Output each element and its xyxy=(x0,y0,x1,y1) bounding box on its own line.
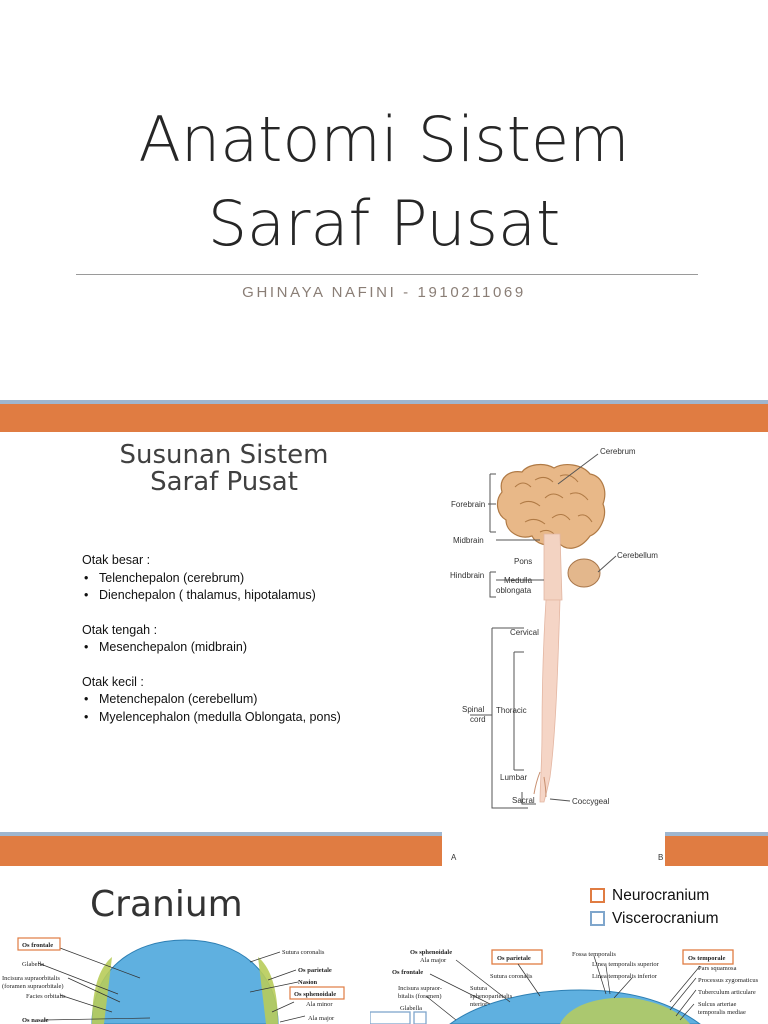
group-otak-tengah: Otak tengah : Mesenchepalon (midbrain) xyxy=(82,622,341,657)
label-fossa-temporalis: Fossa temporalis xyxy=(572,951,616,958)
panel-label-a: A xyxy=(451,853,457,862)
label-coccygeal: Coccygeal xyxy=(572,797,610,806)
label-os-temporale: Os temporale xyxy=(688,955,725,962)
title-line-2: Saraf Pusat xyxy=(207,187,561,260)
cerebrum-shape xyxy=(496,463,606,549)
spinal-cord-shape xyxy=(539,599,561,803)
slide2-accent-stripe xyxy=(0,400,768,404)
figure-brackets xyxy=(470,453,617,809)
title-divider xyxy=(76,274,698,275)
label-hindbrain: Hindbrain xyxy=(450,571,484,580)
cerebellum-shape xyxy=(567,558,601,588)
slide-title: Anatomi Sistem Saraf Pusat xyxy=(0,98,768,266)
slide2-title: Susunan Sistem Saraf Pusat xyxy=(100,442,348,496)
label-sulcus-2: temporalis mediae xyxy=(698,1009,746,1016)
label-linea-superior: Linea temporalis superior xyxy=(592,961,660,968)
legend-item-viscerocranium: Viscerocranium xyxy=(590,907,719,930)
list-item: Mesenchepalon (midbrain) xyxy=(82,639,341,657)
legend-swatch xyxy=(590,888,605,903)
list-item: Metenchepalon (cerebellum) xyxy=(82,691,341,709)
slide2-title-line-1: Susunan Sistem xyxy=(119,440,329,470)
slide2-body-text: Otak besar : Telenchepalon (cerebrum) Di… xyxy=(82,552,341,743)
legend-label: Viscerocranium xyxy=(612,910,719,927)
label-os-parietale: Os parietale xyxy=(298,967,332,974)
label-thoracic: Thoracic xyxy=(496,706,527,715)
label-side-anterior: nterior xyxy=(470,1001,488,1008)
label-midbrain: Midbrain xyxy=(453,536,484,545)
label-os-frontale: Os frontale xyxy=(22,942,53,949)
list-item: Myelencephalon (medulla Oblongata, pons) xyxy=(82,709,341,727)
label-incisura-2: (foramen supraorbitale) xyxy=(2,983,64,990)
label-side-sphenoparietalis: sphenoparietalis xyxy=(470,993,513,1000)
label-sutura-coronalis: Sutura coronalis xyxy=(282,949,325,956)
label-processus-zygomaticus: Processus zygomaticus xyxy=(698,977,759,984)
label-os-sphenoidale: Os sphenoidale xyxy=(294,991,336,998)
legend-item-neurocranium: Neurocranium xyxy=(590,884,719,907)
label-cerebellum: Cerebellum xyxy=(617,551,658,560)
group-otak-kecil: Otak kecil : Metenchepalon (cerebellum) … xyxy=(82,674,341,727)
label-side-os-parietale: Os parietale xyxy=(497,955,531,962)
label-side-glabella: Glabella xyxy=(400,1005,422,1012)
label-side-incisura-2: bitalis (foramen) xyxy=(398,993,442,1000)
label-nasion: Nasion xyxy=(298,979,318,986)
group-heading: Otak besar : xyxy=(82,553,151,567)
label-oblongata: oblongata xyxy=(496,586,532,595)
legend-label: Neurocranium xyxy=(612,887,710,904)
label-side-os-sphenoidale: Os sphenoidale xyxy=(410,949,452,956)
label-ala-minor: Ala minor xyxy=(306,1001,333,1008)
skull-side-view: Os sphenoidale Ala major Os frontale Os … xyxy=(370,949,759,1024)
label-medulla: Medulla xyxy=(504,576,533,585)
label-lumbar: Lumbar xyxy=(500,773,527,782)
label-side-ala-major: Ala major xyxy=(420,957,447,964)
label-side-sutura: Sutura xyxy=(470,985,487,992)
slide3-title: Cranium xyxy=(90,884,243,925)
group-heading: Otak kecil : xyxy=(82,674,144,689)
title-line-1: Anatomi Sistem xyxy=(138,103,630,176)
label-facies-orbitalis: Facies orbitalis xyxy=(26,993,66,1000)
label-incisura-1: Incisura supraorbitalis xyxy=(2,975,60,982)
title-slide: Anatomi Sistem Saraf Pusat GHINAYA NAFIN… xyxy=(0,0,768,400)
content-slide-cranium: Cranium Neurocranium Viscerocranium xyxy=(0,866,768,1024)
cranium-legend: Neurocranium Viscerocranium xyxy=(590,884,719,930)
label-cervical: Cervical xyxy=(510,628,539,637)
label-side-os-frontale: Os frontale xyxy=(392,969,423,976)
brainstem-shape xyxy=(543,533,563,601)
label-linea-inferior: Linea temporalis inferior xyxy=(592,973,658,980)
label-forebrain: Forebrain xyxy=(451,500,485,509)
skull-front-view: Os frontale Glabella Incisura supraorbit… xyxy=(2,937,345,1024)
slide-subtitle: GHINAYA NAFINI - 1910211069 xyxy=(242,284,526,301)
label-sacral: Sacral xyxy=(512,796,535,805)
label-spinal: Spinal xyxy=(462,705,484,714)
label-sulcus-1: Sulcus arteriae xyxy=(698,1001,737,1008)
skull-front-shape xyxy=(91,939,279,1024)
group-heading: Otak tengah : xyxy=(82,622,158,637)
label-pons: Pons xyxy=(514,557,532,566)
label-os-nasale: Os nasale xyxy=(22,1017,49,1024)
slide2-title-line-2: Saraf Pusat xyxy=(150,467,298,497)
cns-diagram: Cerebrum Forebrain Midbrain Pons Cerebel… xyxy=(450,447,658,809)
slide3-header-bar-right xyxy=(665,832,768,866)
label-ala-major: Ala major xyxy=(308,1015,335,1022)
label-side-sutura-coronalis: Sutura coronalis xyxy=(490,973,533,980)
content-slide-nervous-system: Susunan Sistem Saraf Pusat Otak besar : … xyxy=(0,432,768,832)
label-side-incisura-1: Incisura supraor- xyxy=(398,985,442,992)
list-item: Telenchepalon (cerebrum) xyxy=(82,570,341,588)
list-item: Dienchepalon ( thalamus, hipotalamus) xyxy=(82,587,341,605)
legend-swatch xyxy=(590,911,605,926)
slide3-header-bar-left xyxy=(0,832,442,866)
panel-label-b: B xyxy=(658,853,664,862)
label-cord: cord xyxy=(470,715,486,724)
label-glabella: Glabella xyxy=(22,961,44,968)
label-tuberculum-articulare: Tuberculum articulare xyxy=(698,989,756,996)
group-otak-besar: Otak besar : Telenchepalon (cerebrum) Di… xyxy=(82,552,341,605)
label-cerebrum: Cerebrum xyxy=(600,447,636,456)
label-pars-squamosa: Pars squamosa xyxy=(698,965,737,972)
slide2-header-bar xyxy=(0,404,768,432)
